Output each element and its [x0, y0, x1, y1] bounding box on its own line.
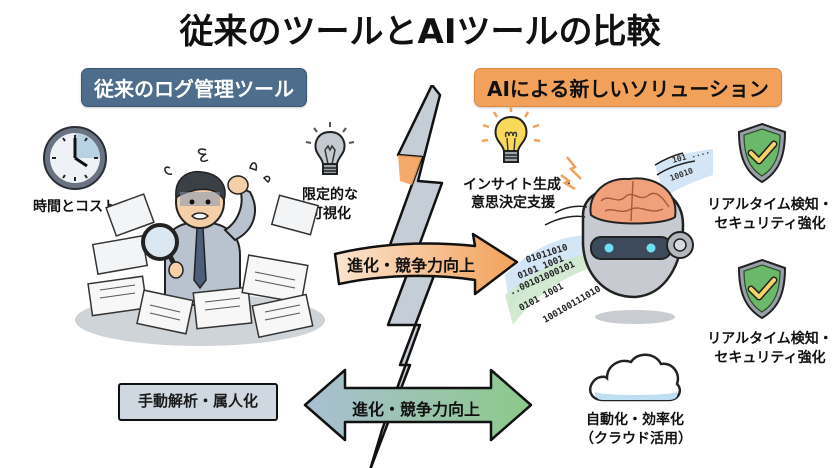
evolution-double-arrow	[303, 368, 533, 442]
top-arrow-label: 進化・競争力向上	[347, 256, 476, 275]
automation-label-line1: 自動化・効率化	[586, 412, 684, 428]
cloud-icon	[589, 353, 681, 402]
realtime-detection-label-line1: リアルタイム検知・	[707, 331, 833, 347]
shield-check-icon	[737, 258, 787, 320]
realtime-detection-label-line2: セキュリティ強化	[714, 350, 826, 366]
realtime-detection-label-line2: セキュリティ強化	[714, 216, 826, 232]
dim-lightbulb-icon	[305, 122, 355, 175]
overwhelmed-worker-illustration	[75, 148, 325, 346]
limited-visualization-label-line2: 可視化	[309, 206, 351, 222]
insight-label-line1: インサイト生成・	[463, 177, 575, 193]
evolution-arrow-orange	[333, 232, 519, 296]
clock-icon	[43, 126, 107, 190]
manual-analysis-box: 手動解析・属人化	[118, 383, 278, 421]
bottom-arrow-label: 進化・競争力向上	[352, 400, 481, 419]
bright-lightbulb-icon	[481, 106, 541, 163]
insight-label-line2: 意思決定支援	[471, 195, 555, 211]
left-section-header: 従来のログ管理ツール	[81, 68, 307, 107]
time-cost-label: 時間とコスト	[33, 199, 117, 215]
right-section-header: AIによる新しいソリューション	[474, 68, 782, 107]
automation-label-line2: （クラウド活用）	[580, 431, 692, 447]
page-title: 従来のツールとAIツールの比較	[179, 12, 661, 52]
limited-visualization-label-line1: 限定的な	[302, 187, 358, 203]
shield-check-icon	[737, 122, 787, 184]
realtime-detection-label-line1: リアルタイム検知・	[707, 197, 833, 213]
ai-brain-robot-illustration: 101 .... 10010 01011010 0101 1001 ..0010…	[505, 146, 713, 326]
